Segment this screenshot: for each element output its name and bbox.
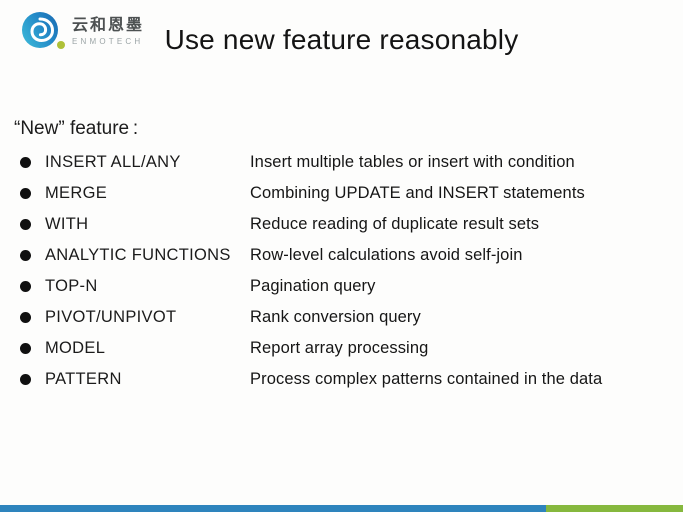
feature-description: Reduce reading of duplicate result sets: [250, 215, 540, 233]
bullet-icon: [20, 219, 31, 230]
feature-name: INSERT ALL/ANY: [45, 153, 181, 171]
slide-title: Use new feature reasonably: [164, 24, 519, 55]
feature-name: MODEL: [45, 339, 106, 357]
feature-list: INSERT ALL/ANY Insert multiple tables or…: [20, 147, 670, 395]
feature-description: Process complex patterns contained in th…: [250, 370, 603, 388]
feature-row: MERGE Combining UPDATE and INSERT statem…: [20, 178, 670, 209]
bullet-icon: [20, 374, 31, 385]
enmotech-logo-text: 云和恩墨 ENMOTECH: [72, 10, 144, 47]
feature-row: WITH Reduce reading of duplicate result …: [20, 209, 670, 240]
feature-row: MODEL Report array processing: [20, 333, 670, 364]
feature-description: Row-level calculations avoid self-join: [250, 246, 523, 264]
bullet-icon: [20, 250, 31, 261]
feature-name: PIVOT/UNPIVOT: [45, 308, 177, 326]
bullet-icon: [20, 312, 31, 323]
bullet-icon: [20, 188, 31, 199]
feature-row: INSERT ALL/ANY Insert multiple tables or…: [20, 147, 670, 178]
feature-description: Combining UPDATE and INSERT statements: [250, 184, 585, 202]
brand-name-en: ENMOTECH: [72, 37, 144, 46]
feature-description: Rank conversion query: [250, 308, 421, 326]
footer-bar: [0, 505, 683, 512]
feature-row: PATTERN Process complex patterns contain…: [20, 364, 670, 395]
feature-description: Pagination query: [250, 277, 376, 295]
section-heading: “New” feature :: [14, 118, 139, 139]
bullet-icon: [20, 281, 31, 292]
enmotech-swirl-icon: [20, 10, 68, 52]
feature-row: ANALYTIC FUNCTIONS Row-level calculation…: [20, 240, 670, 271]
bullet-icon: [20, 343, 31, 354]
feature-name: ANALYTIC FUNCTIONS: [45, 246, 231, 264]
feature-name: TOP-N: [45, 277, 98, 295]
feature-name: PATTERN: [45, 370, 122, 388]
feature-description: Insert multiple tables or insert with co…: [250, 153, 575, 171]
brand-name-cn: 云和恩墨: [72, 17, 145, 34]
footer-bar-green-segment: [546, 505, 683, 512]
feature-description: Report array processing: [250, 339, 429, 357]
feature-row: PIVOT/UNPIVOT Rank conversion query: [20, 302, 670, 333]
bullet-icon: [20, 157, 31, 168]
feature-name: MERGE: [45, 184, 108, 202]
feature-row: TOP-N Pagination query: [20, 271, 670, 302]
footer-bar-blue-segment: [0, 505, 546, 512]
feature-name: WITH: [45, 215, 89, 233]
enmotech-logo: 云和恩墨 ENMOTECH: [20, 10, 144, 52]
